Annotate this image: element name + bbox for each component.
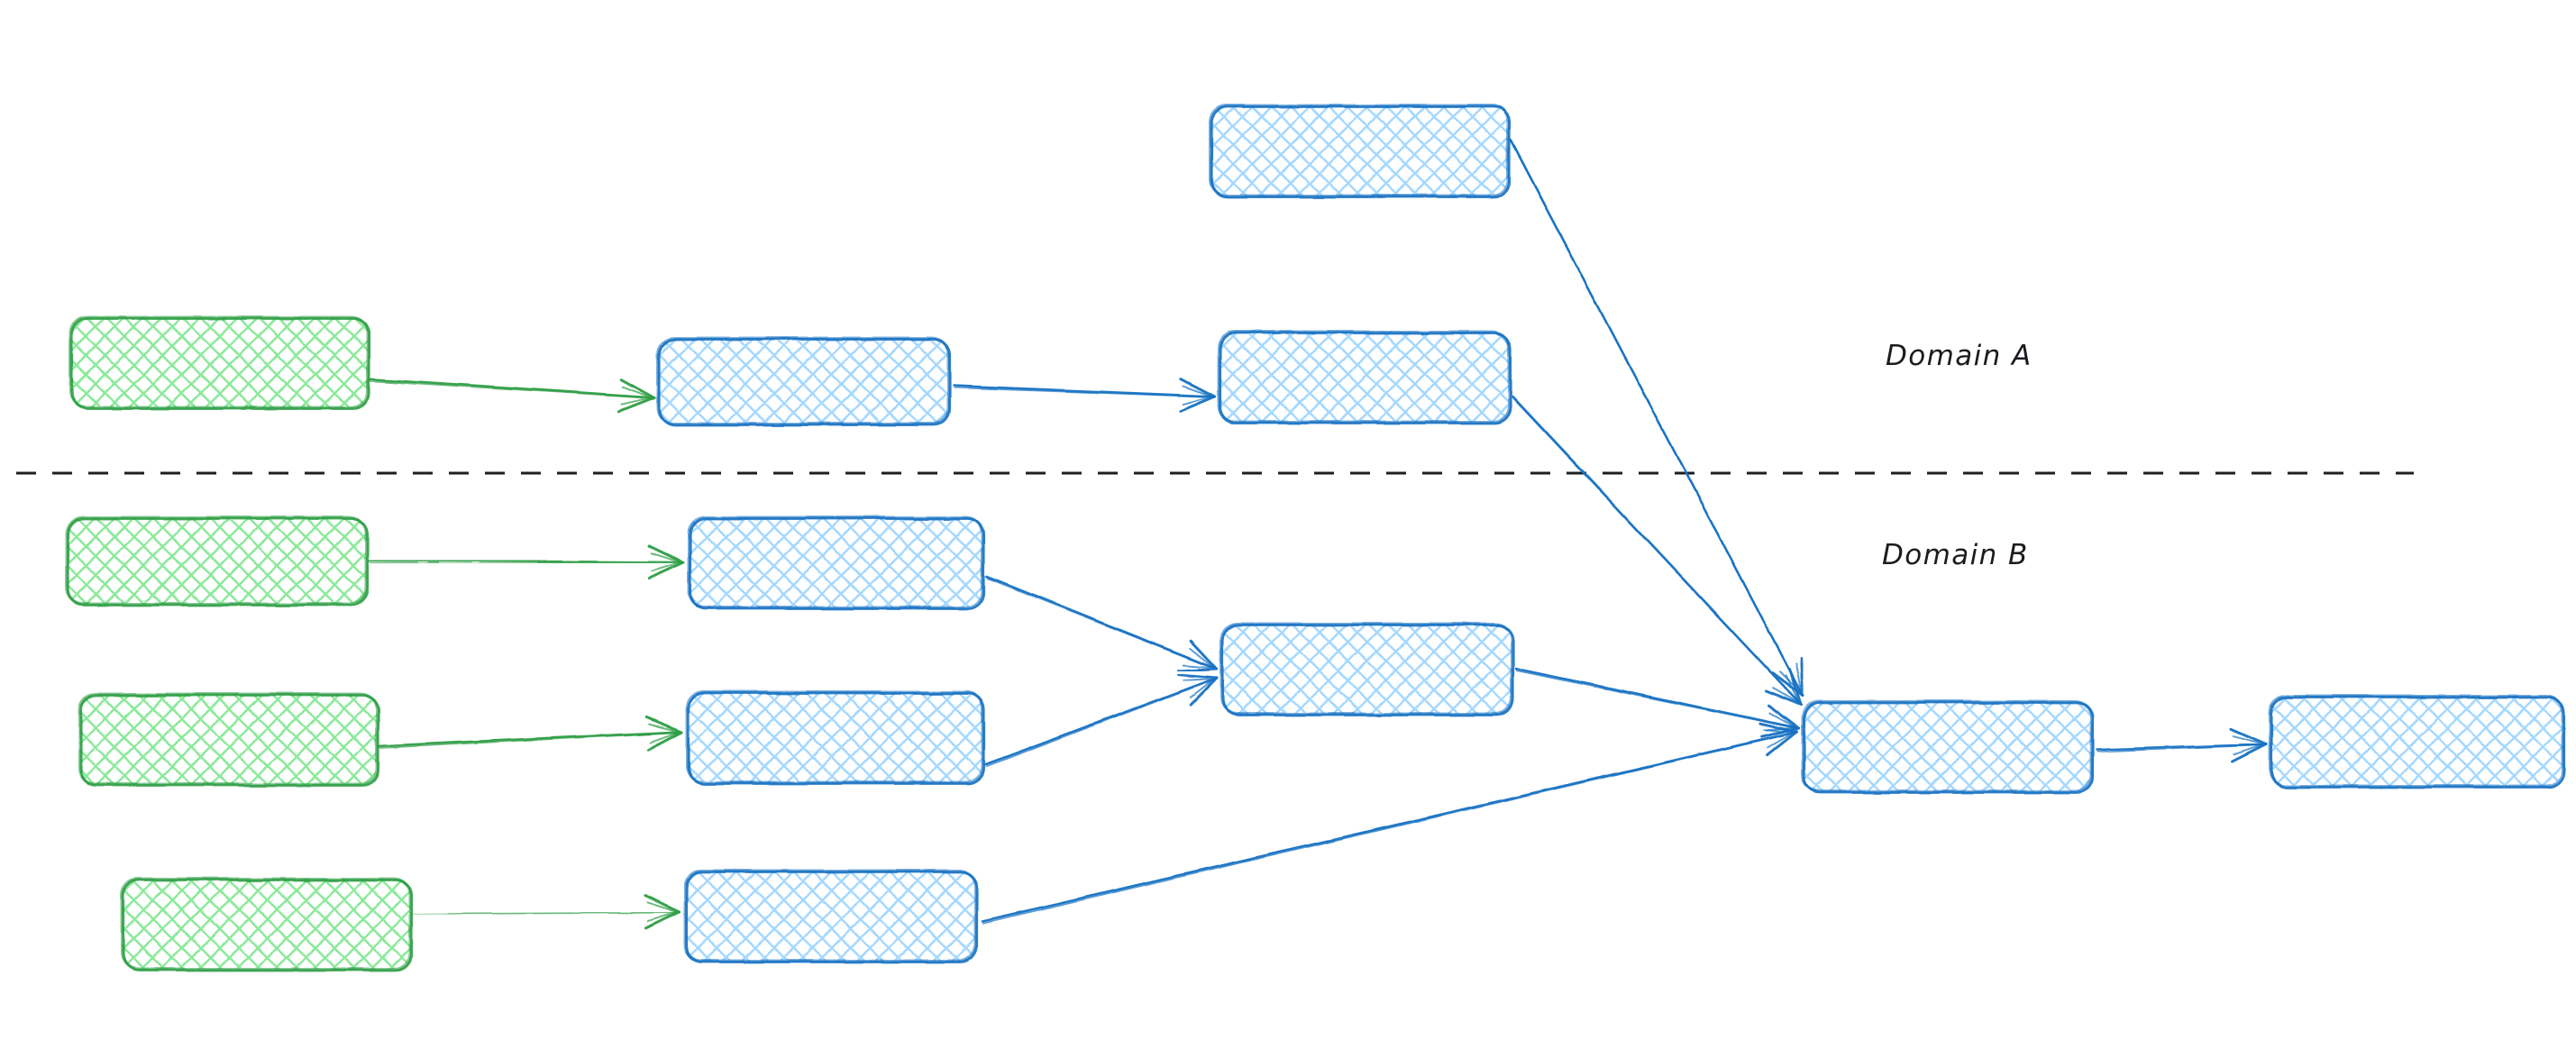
- edge-stroke-0: [984, 676, 1219, 766]
- node-a-mid-blue[interactable]: [656, 336, 952, 426]
- node-outline-1: [79, 693, 380, 787]
- arrowhead-icon: [1177, 639, 1219, 672]
- edge-b-green-1-to-b-blue-1[interactable]: [368, 544, 685, 580]
- node-fill: [658, 338, 948, 424]
- node-fill: [689, 517, 982, 607]
- edge-b-green-2-to-b-blue-2[interactable]: [375, 716, 683, 752]
- node-a-right-blue[interactable]: [1217, 330, 1512, 424]
- node-outline-1: [1803, 700, 2095, 794]
- edge-stroke-1: [953, 387, 1217, 398]
- node-b-green-1[interactable]: [65, 515, 370, 607]
- edge-b-green-3-to-b-blue-3[interactable]: [411, 894, 681, 930]
- edge-a-src-green-to-a-mid-blue[interactable]: [366, 377, 656, 413]
- edge-stroke-0: [368, 559, 685, 564]
- edge-a-top-blue-to-b-target-blue[interactable]: [1509, 138, 1804, 698]
- edge-stroke-1: [1512, 397, 1803, 707]
- edge-stroke-1: [412, 911, 681, 916]
- node-fill: [122, 879, 410, 969]
- edge-stroke-0: [366, 377, 656, 399]
- node-outline-1: [687, 691, 986, 785]
- node-fill: [2270, 696, 2562, 786]
- edge-stroke-0: [981, 730, 1799, 923]
- node-b-blue-1[interactable]: [687, 515, 986, 610]
- node-outline-1: [658, 337, 952, 426]
- node-a-top-blue[interactable]: [1209, 104, 1512, 198]
- edge-stroke-0: [952, 384, 1217, 398]
- node-outline-1: [70, 316, 371, 410]
- edge-a-mid-blue-to-a-right-blue[interactable]: [952, 378, 1217, 413]
- arrowhead-icon: [1177, 673, 1219, 707]
- edge-stroke-1: [1515, 670, 1801, 730]
- edge-stroke-1: [985, 677, 1219, 768]
- node-fill: [70, 317, 368, 407]
- edge-stroke-1: [982, 731, 1799, 925]
- arrowhead-icon: [1758, 722, 1799, 757]
- node-b-merge-blue[interactable]: [1219, 622, 1515, 716]
- node-fill: [1803, 701, 2091, 791]
- edge-b-blue-2-to-b-merge-blue[interactable]: [984, 673, 1219, 768]
- node-b-blue-2[interactable]: [685, 690, 986, 785]
- arrowhead-icon: [644, 894, 681, 930]
- label-domain-a: Domain A: [1886, 340, 2032, 372]
- arrowhead-icon: [617, 378, 656, 413]
- arrowhead-icon: [647, 544, 685, 580]
- edge-stroke-1: [2096, 743, 2268, 753]
- arrowhead-icon: [1178, 378, 1217, 413]
- edge-b-blue-3-to-b-target-blue[interactable]: [981, 722, 1799, 925]
- edge-stroke-1: [367, 379, 656, 399]
- node-fill: [687, 692, 982, 782]
- edges-layer: [366, 138, 2268, 930]
- node-outline-1: [1210, 105, 1512, 198]
- edge-b-target-blue-to-b-final-blue[interactable]: [2095, 727, 2268, 763]
- edge-stroke-0: [375, 730, 683, 748]
- node-b-blue-3[interactable]: [683, 869, 979, 963]
- node-outline-1: [689, 516, 986, 610]
- edge-b-blue-1-to-b-merge-blue[interactable]: [985, 575, 1219, 672]
- node-outline-1: [67, 516, 370, 607]
- node-fill: [685, 871, 975, 961]
- node-fill: [67, 517, 366, 604]
- edge-stroke-1: [376, 731, 683, 750]
- edge-stroke-1: [1510, 141, 1804, 698]
- node-outline-1: [1221, 623, 1515, 716]
- arrowhead-icon: [2229, 727, 2268, 763]
- node-outline-1: [685, 870, 979, 963]
- node-outline-1: [2270, 695, 2566, 789]
- node-b-green-3[interactable]: [120, 877, 414, 971]
- node-b-green-2[interactable]: [78, 692, 380, 787]
- node-outline-1: [122, 878, 414, 971]
- node-fill: [79, 694, 377, 784]
- label-domain-b: Domain B: [1882, 539, 2029, 571]
- edge-b-merge-blue-to-b-target-blue[interactable]: [1514, 667, 1801, 739]
- node-b-final-blue[interactable]: [2268, 694, 2566, 789]
- node-fill: [1219, 332, 1509, 422]
- node-outline-1: [1219, 331, 1512, 424]
- arrowhead-icon: [1764, 667, 1803, 707]
- edge-a-right-blue-to-b-target-blue[interactable]: [1511, 395, 1803, 707]
- arrowhead-icon: [644, 716, 683, 752]
- node-fill: [1221, 624, 1512, 714]
- node-b-target-blue[interactable]: [1801, 699, 2095, 794]
- node-a-src-green[interactable]: [69, 315, 371, 410]
- node-fill: [1210, 105, 1508, 196]
- nodes-layer: [65, 104, 2566, 971]
- edge-stroke-0: [2095, 743, 2268, 752]
- edge-stroke-1: [986, 578, 1219, 670]
